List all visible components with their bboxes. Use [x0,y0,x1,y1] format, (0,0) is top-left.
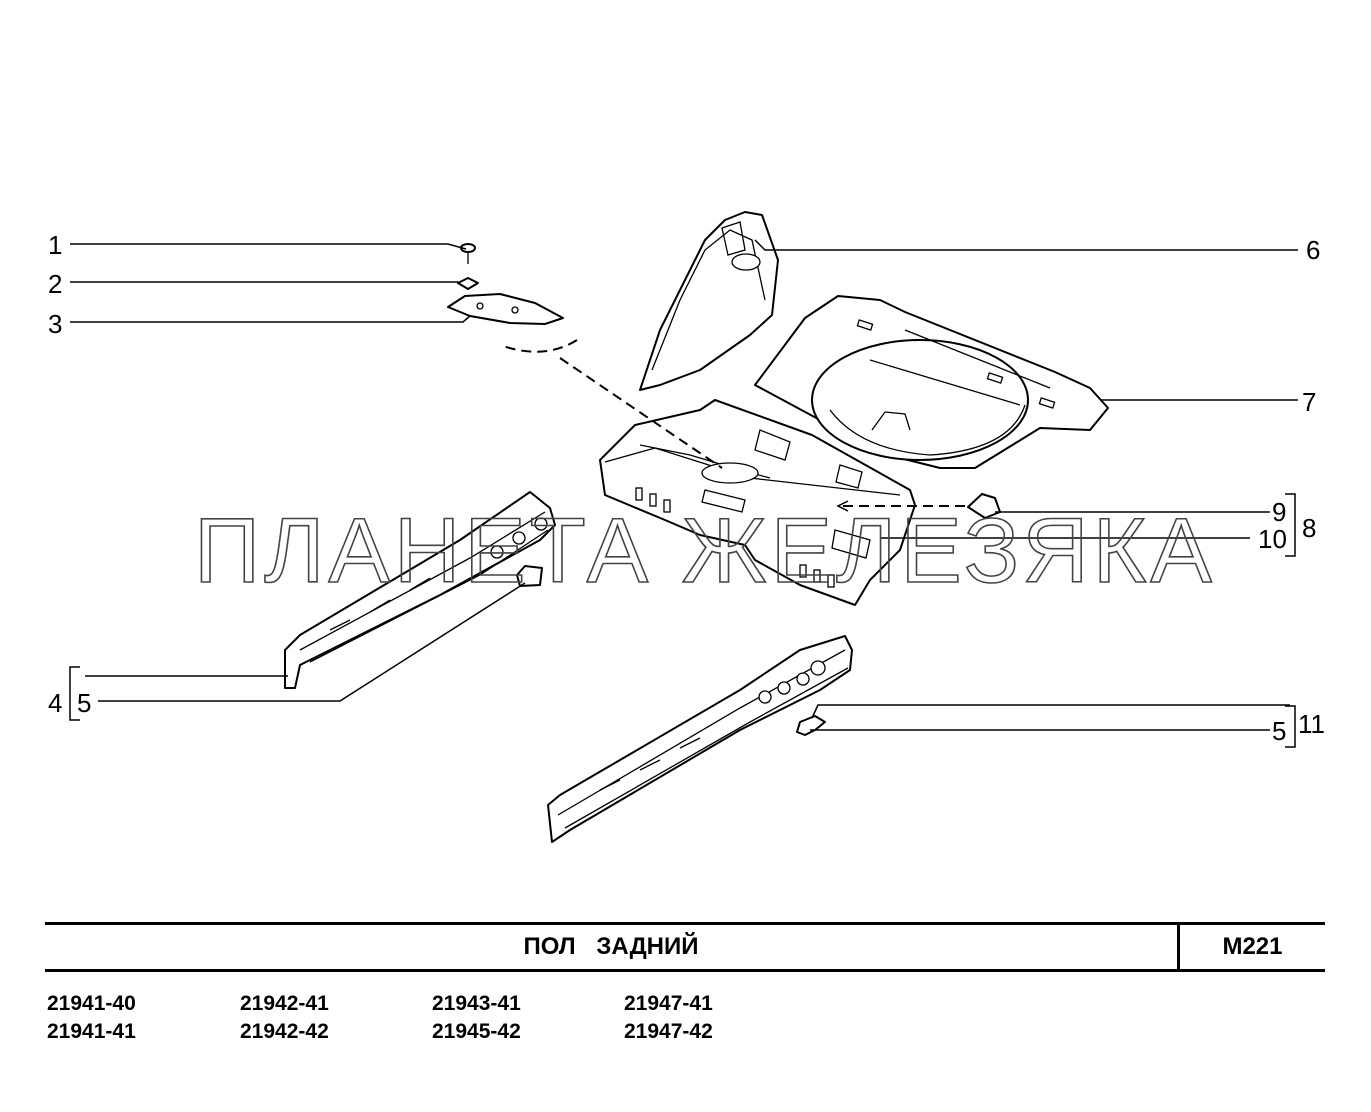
assembly-line-part-3 [502,339,578,353]
model-number: 21947-41 [624,992,713,1015]
part-4-left-sill [284,491,556,689]
part-8-center-floor [599,399,916,606]
part-1-screw [460,243,476,264]
page-code: M221 [1222,933,1283,960]
part-7-spare-wheel-well [754,295,1109,469]
callout-1: 1 [48,230,62,260]
callout-3: 3 [48,309,62,339]
leader-lines [69,239,1298,748]
callout-8: 8 [1302,513,1316,543]
model-number: 21943-41 [432,992,521,1015]
callout-5-left: 5 [77,688,91,718]
part-5-right-insert [796,715,826,736]
part-3-reinforcement-plate [447,293,564,325]
model-number: 21945-42 [432,1020,521,1043]
page-title: ПОЛ ЗАДНИЙ [45,925,1180,969]
assembly-line-part-3-to-floor [559,357,723,469]
model-number: 21942-41 [240,992,329,1015]
callout-10: 10 [1258,524,1287,554]
callout-9: 9 [1272,497,1286,527]
model-number: 21947-42 [624,1020,713,1043]
callout-5-right: 5 [1272,716,1286,746]
model-number: 21941-41 [47,1020,136,1043]
callout-6: 6 [1306,235,1320,265]
callout-7: 7 [1302,387,1316,417]
callout-11: 11 [1298,709,1325,739]
part-6-wheel-arch [639,211,779,391]
model-number: 21942-42 [240,1020,329,1043]
watermark-text: ПЛАНЕТА ЖЕЛЕЗЯКА [194,500,1216,602]
part-2-clip-nut [457,277,479,290]
part-5-left-insert [516,565,543,587]
part-9-bracket [967,493,1001,519]
title-block: ПОЛ ЗАДНИЙ M221 [45,922,1325,972]
model-number: 21941-40 [47,992,136,1015]
callout-2: 2 [48,269,62,299]
callout-4: 4 [48,688,62,718]
part-11-right-sill [547,635,853,843]
